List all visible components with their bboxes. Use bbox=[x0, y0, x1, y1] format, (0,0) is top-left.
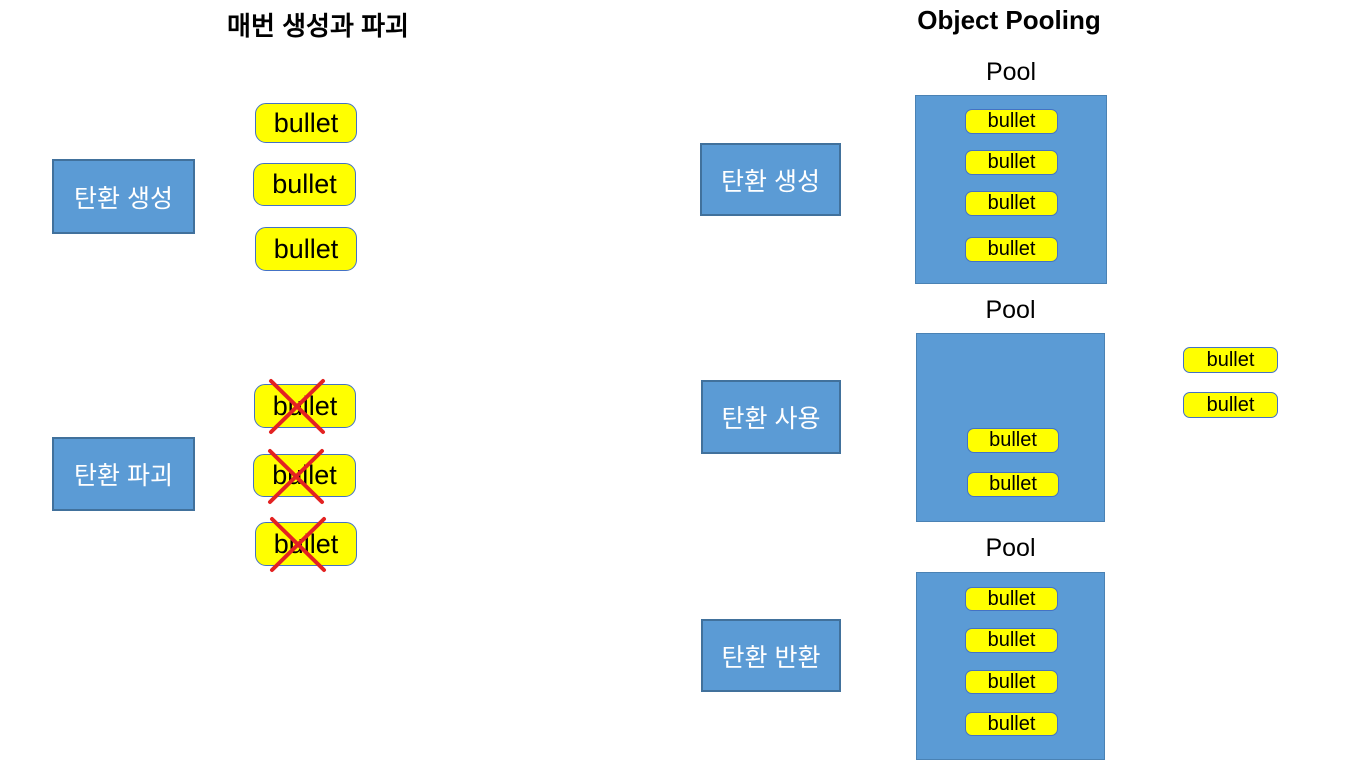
bullet-label: bullet bbox=[1206, 348, 1255, 371]
pool-return-bullet-1: bullet bbox=[965, 587, 1058, 611]
created-bullet-1: bullet bbox=[255, 103, 357, 143]
bullet-create-box-right: 탄환 생성 bbox=[700, 143, 841, 216]
pool-return-bullet-4: bullet bbox=[965, 712, 1058, 736]
pool-create-bullet-4: bullet bbox=[965, 237, 1058, 262]
destroyed-bullet-3: bullet bbox=[255, 517, 357, 572]
bullet-label: bullet bbox=[989, 429, 1037, 451]
pool-use-remaining-bullet-2: bullet bbox=[967, 472, 1059, 497]
bullet-use-box: 탄환 사용 bbox=[701, 380, 841, 454]
bullet-label: bullet bbox=[987, 712, 1036, 735]
created-bullet-2: bullet bbox=[253, 163, 356, 206]
bullet-label: bullet bbox=[273, 107, 339, 138]
pool-use-remaining-bullet-1: bullet bbox=[967, 428, 1059, 453]
bullet-label: bullet bbox=[273, 233, 339, 264]
destroyed-bullet-2: bullet bbox=[253, 449, 356, 504]
bullet-label: bullet bbox=[987, 192, 1036, 214]
destroyed-bullet-1: bullet bbox=[254, 379, 356, 434]
pool-create-bullet-1: bullet bbox=[965, 109, 1058, 134]
bullet-return-box: 탄환 반환 bbox=[701, 619, 841, 692]
bullet-label: bullet bbox=[987, 151, 1036, 173]
bullet-label: bullet bbox=[273, 528, 339, 559]
bullet-label: bullet bbox=[272, 390, 338, 421]
pool-label-return: Pool bbox=[985, 534, 1036, 562]
bullet-label: bullet bbox=[987, 587, 1036, 610]
pool-return-bullet-3: bullet bbox=[965, 670, 1058, 694]
right-section-title: Object Pooling bbox=[917, 5, 1101, 35]
bullet-use-label: 탄환 사용 bbox=[721, 405, 821, 433]
pool-create-bullet-3: bullet bbox=[965, 191, 1058, 216]
bullet-label: bullet bbox=[272, 460, 337, 490]
bullet-label: bullet bbox=[1206, 393, 1255, 416]
bullet-label: bullet bbox=[987, 238, 1036, 260]
bullet-label: bullet bbox=[272, 169, 337, 199]
bullet-destroy-box-left: 탄환 파괴 bbox=[52, 437, 195, 511]
left-section-title: 매번 생성과 파괴 bbox=[227, 11, 409, 41]
bullet-return-label: 탄환 반환 bbox=[721, 643, 821, 672]
created-bullet-3: bullet bbox=[255, 227, 357, 271]
pool-return-bullet-2: bullet bbox=[965, 628, 1058, 653]
bullet-destroy-label-left: 탄환 파괴 bbox=[74, 462, 173, 490]
bullet-label: bullet bbox=[987, 629, 1036, 651]
pool-label-create: Pool bbox=[985, 58, 1037, 86]
bullet-create-label-left: 탄환 생성 bbox=[74, 184, 173, 213]
pool-use-taken-bullet-1: bullet bbox=[1183, 347, 1278, 373]
bullet-create-label-right: 탄환 생성 bbox=[721, 167, 820, 196]
pool-label-use: Pool bbox=[985, 296, 1036, 324]
bullet-label: bullet bbox=[987, 670, 1036, 693]
pool-use-taken-bullet-2: bullet bbox=[1183, 392, 1278, 418]
bullet-create-box-left: 탄환 생성 bbox=[52, 159, 195, 234]
bullet-label: bullet bbox=[987, 110, 1036, 132]
bullet-label: bullet bbox=[989, 473, 1037, 495]
pool-create-bullet-2: bullet bbox=[965, 150, 1058, 175]
